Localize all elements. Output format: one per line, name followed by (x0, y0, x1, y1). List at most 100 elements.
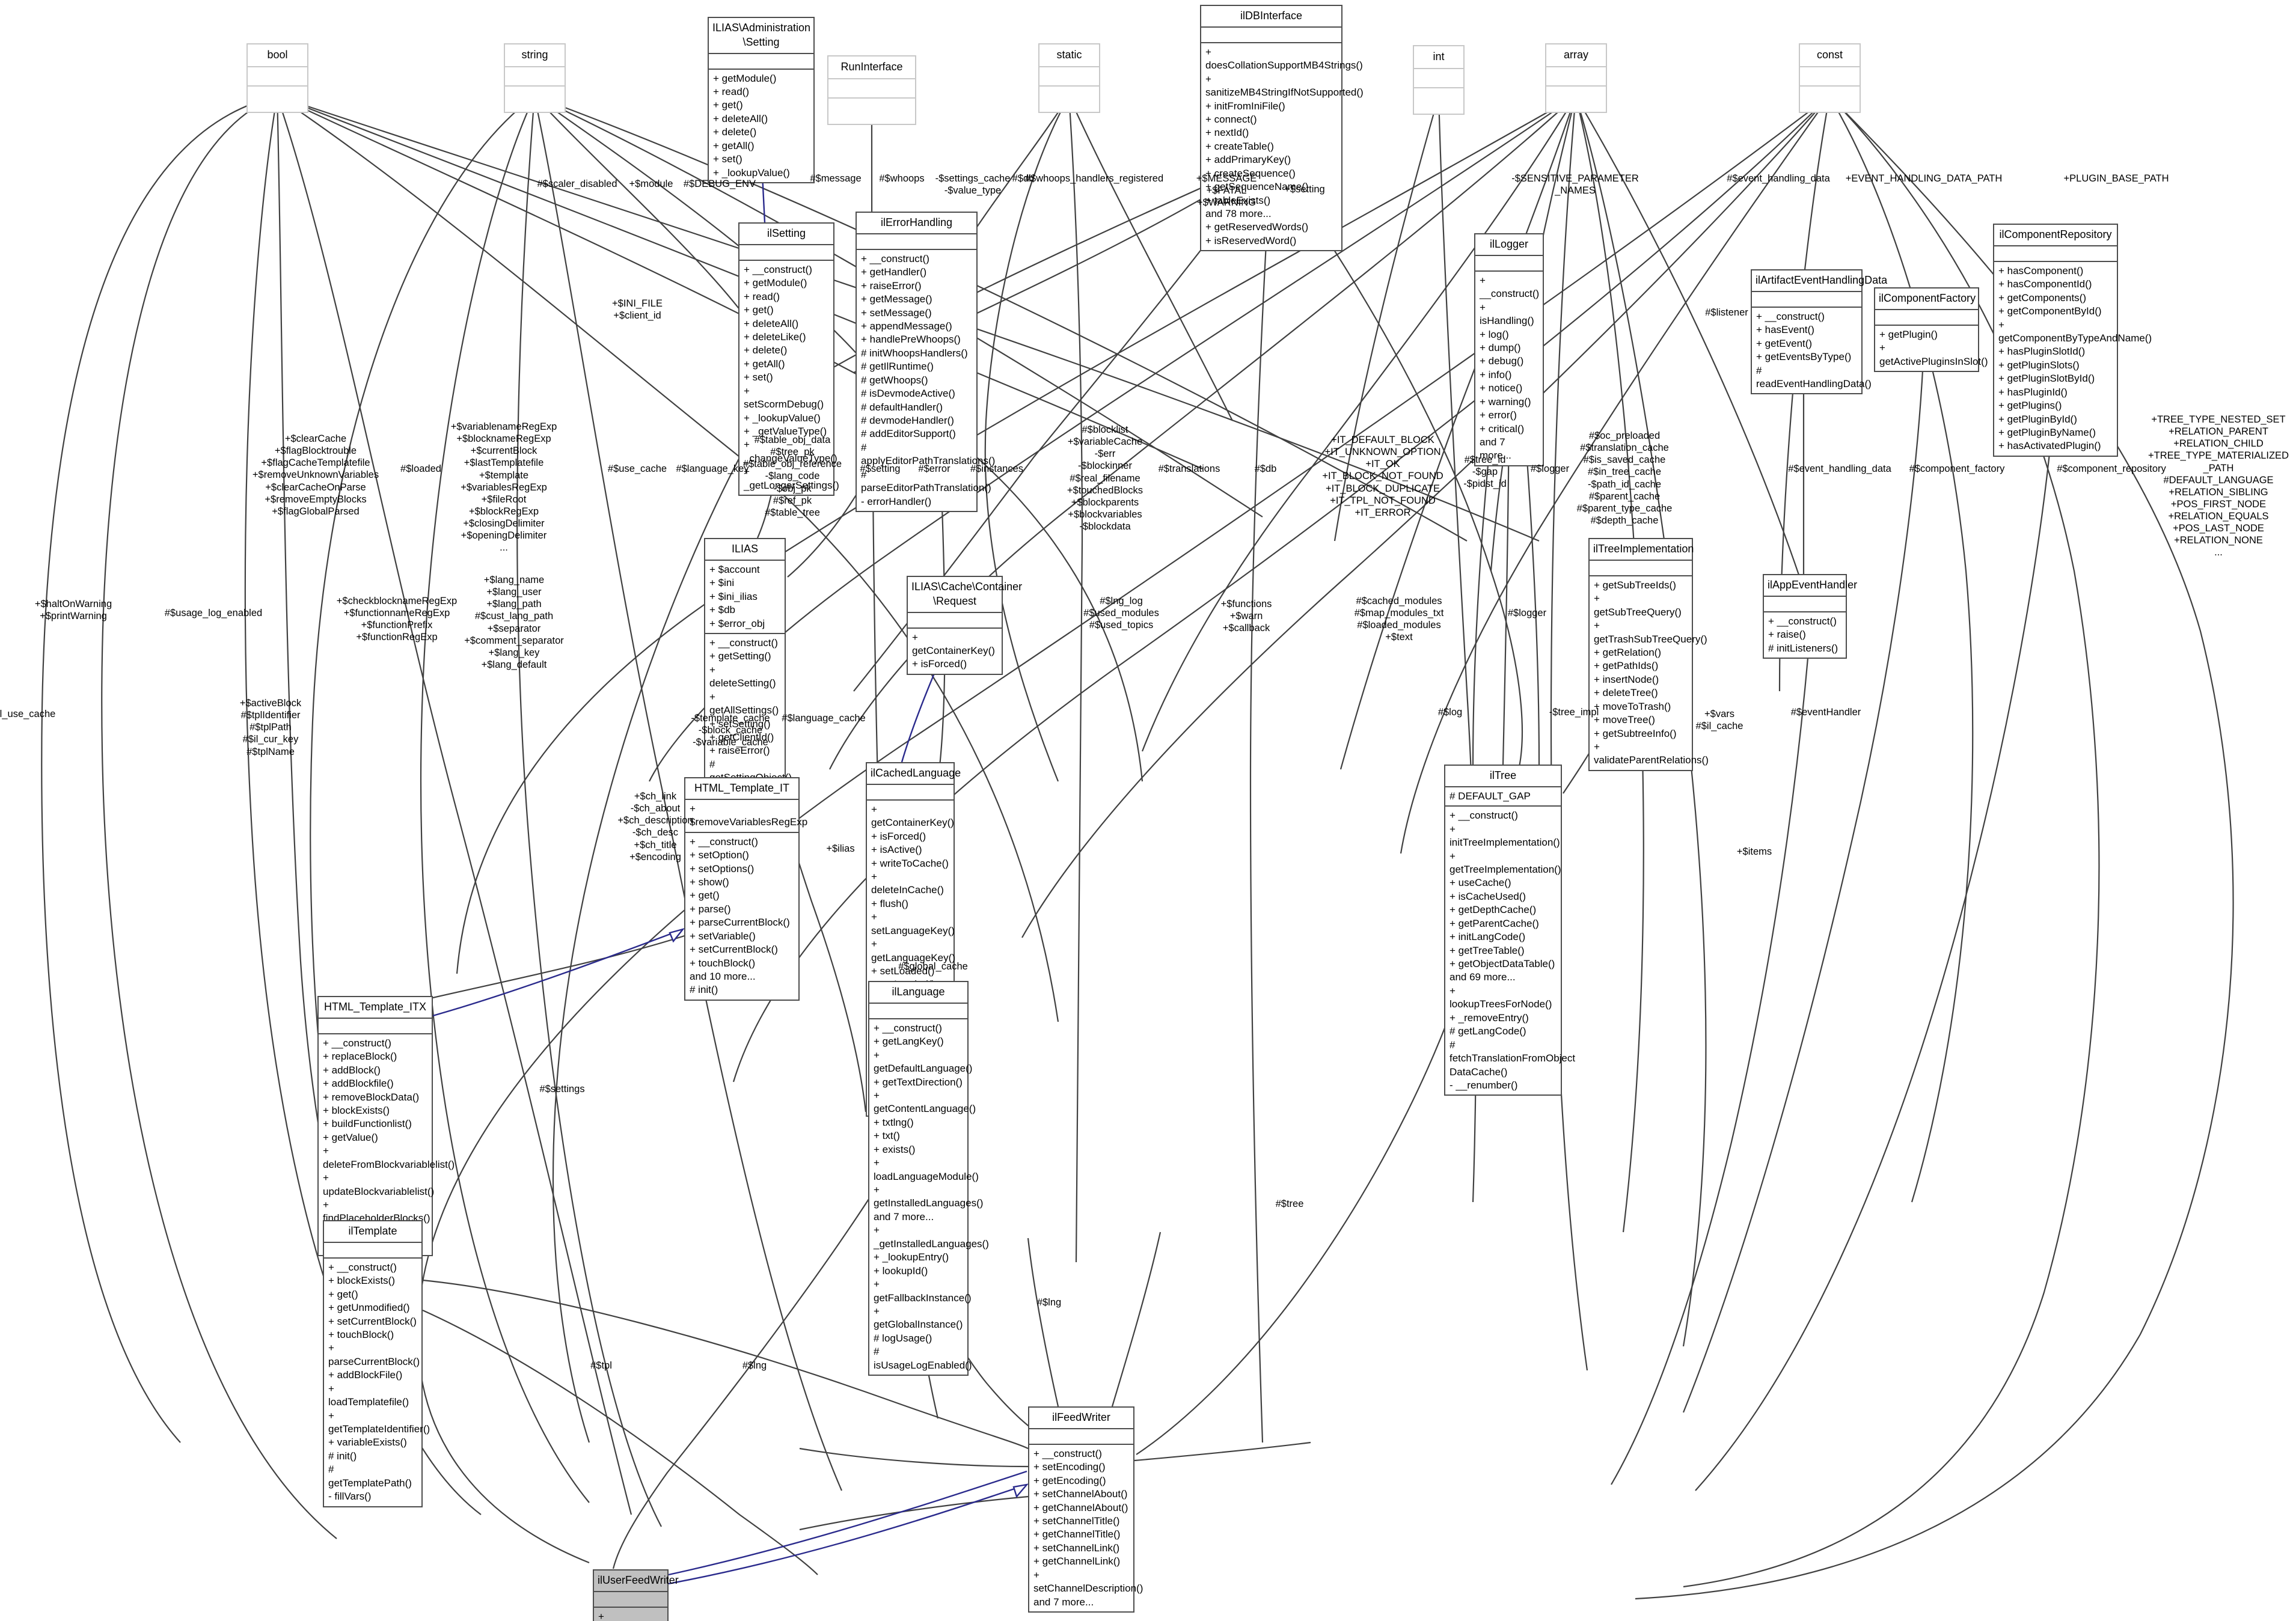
class-box-illogger[interactable]: ilLogger+ __construct()+ isHandling()+ l… (1474, 233, 1544, 466)
class-box-runinterface[interactable]: RunInterface (827, 55, 916, 125)
operation-row: # initWhoopsHandlers() (861, 347, 968, 359)
operation-row: + getActivePluginsInSlot() (1879, 342, 1988, 367)
attribute-list: # DEFAULT_GAP (1445, 787, 1561, 805)
operation-row: + warning() (1480, 395, 1531, 408)
operation-row: and 69 more... (1450, 971, 1516, 983)
class-box-illanguage[interactable]: ilLanguage+ __construct()+ getLangKey()+… (868, 981, 989, 1376)
operation-row: and 10 more... (690, 971, 756, 982)
class-name: HTML_Template_ITX (323, 1001, 427, 1013)
operation-row: + getValue() (323, 1131, 378, 1143)
attribute-list (1800, 67, 1860, 85)
class-name: RunInterface (840, 61, 903, 73)
class-box-html-template-itx[interactable]: HTML_Template_ITX+ __construct()+ replac… (317, 996, 455, 1256)
operation-row: + info() (1480, 368, 1512, 380)
edge-label-translations: #$translations (1158, 463, 1220, 474)
operation-row: + __construct() (1756, 310, 1825, 322)
operation-list: + getSubTreeIds()+ getSubTreeQuery()+ ge… (1590, 576, 1709, 770)
operation-row: + getSubTreeQuery() (1594, 593, 1682, 618)
class-box-iltemplate[interactable]: ilTemplate+ __construct()+ blockExists()… (323, 1220, 430, 1507)
class-name: HTML_Template_IT (694, 782, 790, 794)
operation-row: + deleteTree() (1594, 687, 1658, 699)
edge-label-eventhandler: #$eventHandler (1790, 707, 1861, 718)
class-box-array[interactable]: array (1545, 43, 1607, 113)
operation-row: + isForced() (871, 830, 926, 842)
class-box-static[interactable]: static (1038, 43, 1100, 113)
operation-row: + __construct() (861, 252, 929, 264)
class-box-ilcomponentfactory[interactable]: ilComponentFactory+ getPlugin()+ getActi… (1874, 287, 1988, 373)
operation-list: + __construct()+ getSetting()+ deleteSet… (705, 634, 792, 787)
edge-label-oc-preloaded: #$oc_preloaded #$translation_cache #$is_… (1576, 430, 1673, 526)
operation-row: + getObjectDataTable() (1450, 958, 1555, 969)
operation-row: + getTrashSubTreeQuery() (1594, 620, 1707, 645)
operation-row: + initLangCode() (1450, 931, 1526, 943)
attribute-row: # DEFAULT_GAP (1450, 790, 1531, 802)
class-name: ilLanguage (892, 986, 945, 998)
operation-row: + read() (713, 85, 749, 97)
class-box-int[interactable]: int (1413, 45, 1465, 115)
divider (1546, 85, 1606, 87)
attribute-list (1029, 1429, 1133, 1444)
attribute-list (1752, 292, 1861, 307)
operation-row: + addBlockFile() (328, 1369, 403, 1381)
edge-label-debug-env: #$DEBUG_ENV (683, 179, 756, 189)
class-name: ilSetting (767, 227, 806, 239)
operation-list: + __construct()+ initTreeImplementation(… (1445, 807, 1576, 1094)
operation-row: + raise() (1768, 629, 1806, 641)
operation-list: + getPlugin()+ getActivePluginsInSlot() (1875, 326, 1988, 371)
class-box-html-template-it[interactable]: HTML_Template_IT + $removeVariablesRegExp… (684, 777, 807, 1001)
class-box-iltree[interactable]: ilTree# DEFAULT_GAP+ __construct()+ init… (1444, 765, 1576, 1096)
class-box-idbinterface[interactable]: ilDBInterface+ doesCollationSupportMB4St… (1200, 5, 1364, 252)
operation-row: + log() (1480, 328, 1509, 340)
operation-row: + deleteSetting() (709, 664, 776, 689)
divider (1201, 41, 1341, 43)
class-box-const[interactable]: const (1799, 43, 1861, 113)
operation-row: + __construct() (328, 1261, 397, 1273)
operation-row: + delete() (713, 126, 757, 138)
class-box-ilias-cache-container-request[interactable]: ILIAS\Cache\Container \Request+ getConta… (907, 576, 1023, 675)
edge-label-usage-log-enabled: #$usage_log_enabled (164, 608, 263, 618)
operation-row: + updateBlockvariablelist() (323, 1172, 435, 1197)
edge-label-message-fatal-warning: +$MESSAGE +$FATAL +$WARNING (1196, 173, 1257, 209)
operation-row: + parseCurrentBlock() (328, 1342, 420, 1367)
class-box-string[interactable]: string (504, 43, 566, 113)
operation-row: + read() (744, 290, 780, 302)
operation-row: + getEncoding() (1033, 1474, 1106, 1486)
class-box-ilias[interactable]: ILIAS+ $account+ $ini+ $ini_ilias+ $db+ … (704, 538, 792, 789)
class-box-ilartifacteventhandlingdata[interactable]: ilArtifactEventHandlingData+ __construct… (1751, 269, 1887, 395)
edge-label-variablename-group: +$variablenameRegExp +$blocknameRegExp +… (450, 421, 557, 554)
divider (1414, 67, 1463, 69)
operation-row: # fetchTranslationFromObject (1450, 1039, 1576, 1064)
operation-row: + handlePreWhoops() (861, 334, 961, 346)
operation-row: + deleteInCache() (871, 870, 944, 896)
class-box-ilias-administration-setting[interactable]: ILIAS\Administration \Setting+ getModule… (708, 17, 815, 183)
operation-row: + getAll() (713, 139, 755, 151)
class-box-bool[interactable]: bool (246, 43, 308, 113)
operation-row: + getParentCache() (1450, 917, 1539, 929)
operation-row: + getDepthCache() (1450, 904, 1537, 916)
operation-row: DataCache() (1450, 1066, 1508, 1078)
edge-label-event-handling-path: +EVENT_HANDLING_DATA_PATH (1845, 173, 2003, 184)
edge-label-whoops: #$whoops (879, 173, 925, 184)
divider (1039, 66, 1099, 67)
edge-label-module: +$module (629, 179, 673, 189)
class-name: ILIAS\Cache\Container \Request (911, 581, 1023, 607)
edge-label-tree-label: #$tree (1275, 1198, 1304, 1209)
class-name: const (1816, 49, 1843, 61)
edge-label-plugin-base-path: +PLUGIN_BASE_PATH (2063, 173, 2169, 184)
class-box-ilfeedwriter[interactable]: ilFeedWriter+ __construct()+ setEncoding… (1028, 1406, 1143, 1613)
edge-label-logger2: #$logger (1507, 608, 1547, 618)
operation-row: + getAll() (744, 358, 785, 370)
attribute-list: + $removeVariablesRegExp (685, 800, 807, 832)
edge-label-settings-left: #$settings (539, 1084, 585, 1094)
operation-row: + txt() (874, 1130, 900, 1142)
class-box-iluserfeedwriter[interactable]: ilUserFeedWriter+ __construct() (593, 1569, 679, 1621)
class-box-ilcomponentrepository[interactable]: ilComponentRepository+ hasComponent()+ h… (1993, 224, 2152, 457)
class-box-iltreeimplementation[interactable]: ilTreeImplementation+ getSubTreeIds()+ g… (1588, 538, 1709, 771)
divider (709, 52, 813, 54)
operation-row: + addBlockfile() (323, 1078, 394, 1090)
operation-row: + hasActivatedPlugin() (1998, 440, 2101, 452)
attribute-list (869, 1004, 967, 1018)
class-box-ilappeventhandler[interactable]: ilAppEventHandler+ __construct()+ raise(… (1763, 574, 1857, 659)
edge-label-error-mid: #$error (918, 463, 951, 474)
operation-row: + debug() (1480, 355, 1524, 367)
